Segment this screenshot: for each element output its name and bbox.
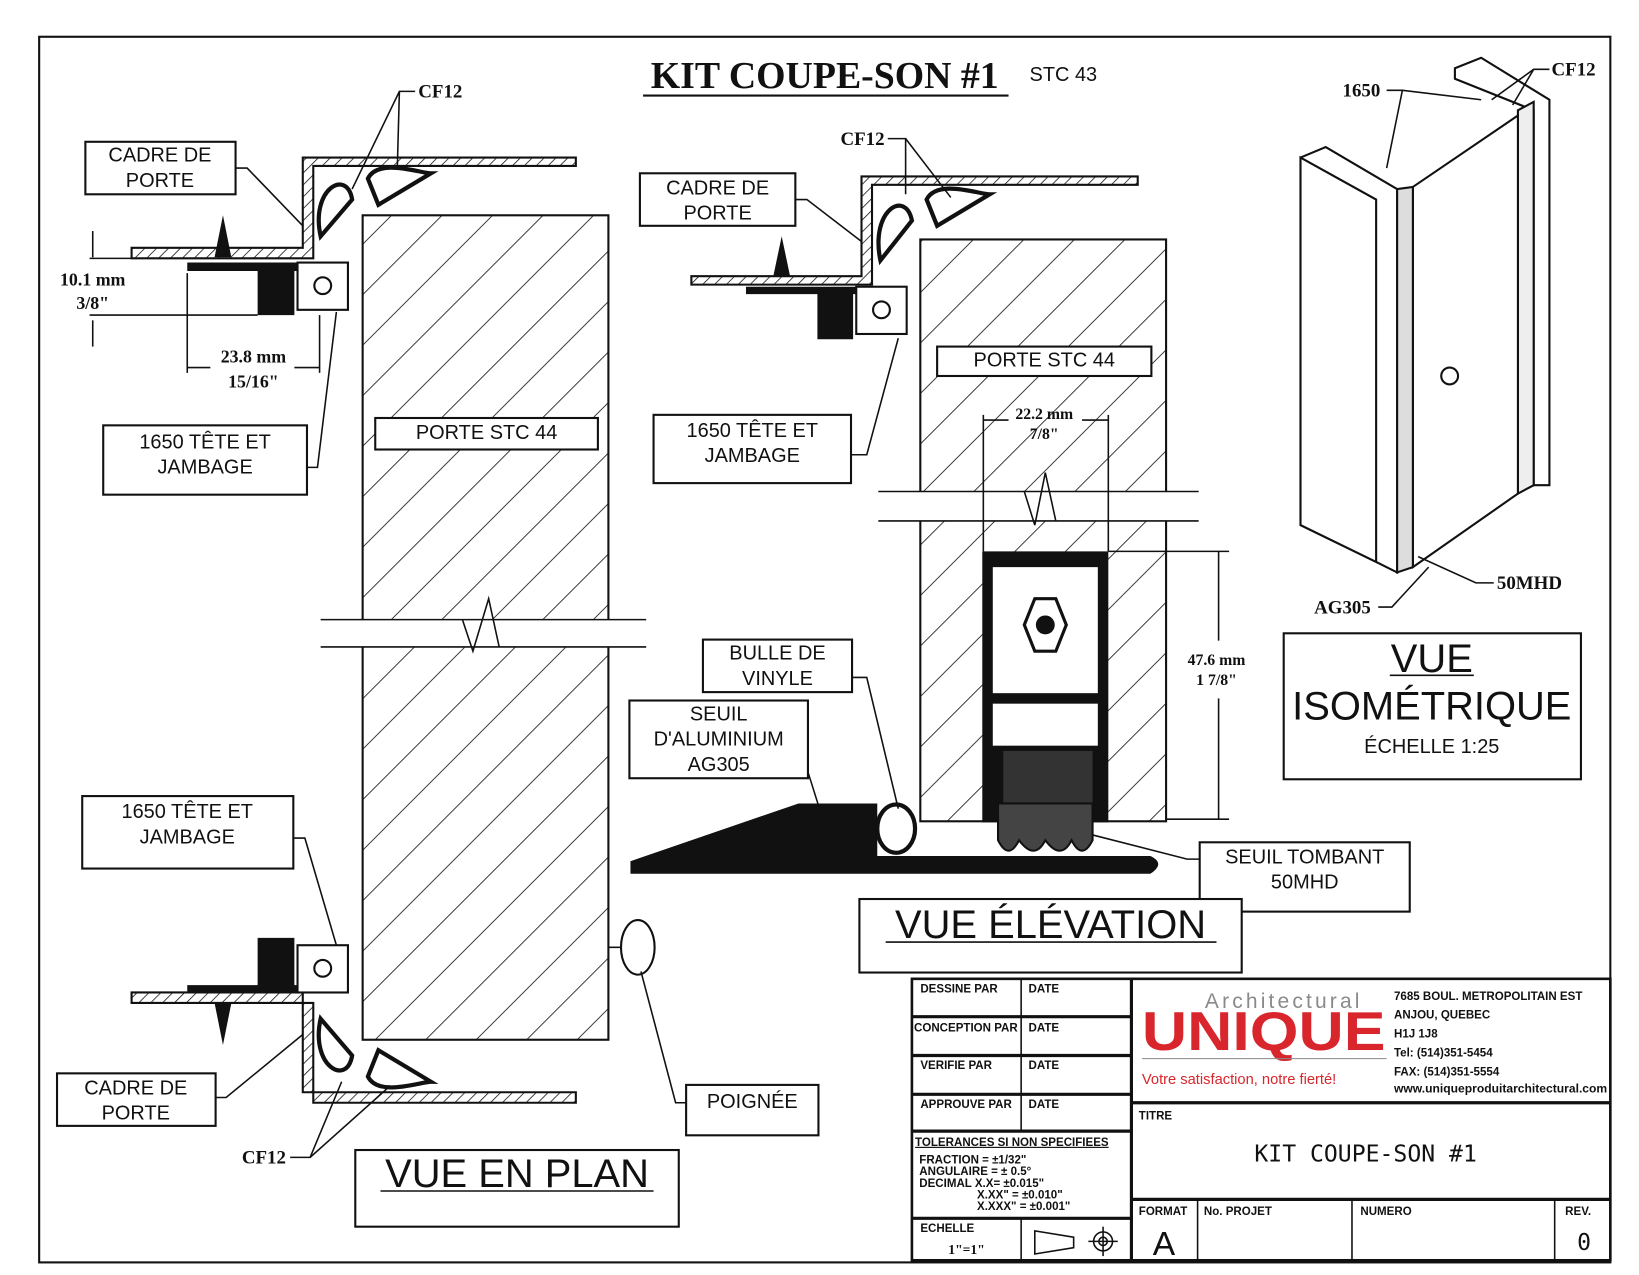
label-tete-elev-2: JAMBAGE: [705, 445, 800, 467]
dim-width-in: 15/16": [228, 372, 279, 392]
label-seuil-3: AG305: [688, 754, 750, 776]
format-label: FORMAT: [1139, 1206, 1188, 1218]
tolerance-line: X.XX" = ±0.010": [977, 1189, 1063, 1201]
tolerances-heading: TOLERANCES SI NON SPECIFIEES: [915, 1137, 1109, 1149]
iso-scale: ÉCHELLE 1:25: [1364, 735, 1499, 758]
tolerance-line: FRACTION = ±1/32": [919, 1155, 1026, 1167]
projection-symbol-icon: [1034, 1226, 1118, 1257]
company-logo: Architectural UNIQUE Votre satisfaction,…: [1141, 990, 1387, 1088]
dim-height-mm: 10.1 mm: [60, 270, 126, 290]
tolerance-line: ANGULAIRE = ± 0.5°: [919, 1166, 1031, 1178]
plan-view: CF12 CADRE DE PORTE 10.1 mm 3/8" 23.8 mm…: [55, 82, 820, 1228]
field-dessine-par: DESSINE PAR: [920, 983, 998, 995]
address-line: ANJOU, QUEBEC: [1394, 1010, 1491, 1022]
caption-iso-1: VUE: [1391, 637, 1473, 681]
label-porte-elev: PORTE STC 44: [974, 350, 1115, 372]
label-cadre-top-2: PORTE: [126, 170, 194, 192]
label-cadre-bottom-2: PORTE: [102, 1103, 170, 1125]
projet-label: No. PROJET: [1204, 1206, 1272, 1218]
caption-plan-view: VUE EN PLAN: [385, 1152, 649, 1196]
label-poignee: POIGNÉE: [707, 1090, 798, 1113]
caption-elevation-view: VUE ÉLÉVATION: [895, 902, 1206, 947]
label-seuil: SEUIL: [690, 703, 748, 725]
label-cadre-bottom: CADRE DE: [84, 1077, 187, 1099]
titre-value: KIT COUPE-SON #1: [1254, 1142, 1476, 1168]
field-conception-par: CONCEPTION PAR: [914, 1022, 1018, 1034]
dim-height-mm-elev: 47.6 mm: [1188, 652, 1246, 669]
label-bulle-2: VINYLE: [742, 668, 813, 690]
address-fax: FAX: (514)351-5554: [1394, 1066, 1500, 1078]
label-cadre-top: CADRE DE: [108, 145, 211, 167]
dim-width-mm: 23.8 mm: [221, 346, 287, 366]
elevation-view: CF12 CADRE DE PORTE 1650 TÊTE ET JAMBAGE…: [628, 129, 1411, 974]
label-bulle: BULLE DE: [729, 643, 825, 665]
label-tete-elev: 1650 TÊTE ET: [687, 419, 819, 442]
title-rating: STC 43: [1030, 64, 1098, 86]
tolerance-line: X.XXX" = ±0.001": [977, 1201, 1070, 1213]
address-phone: Tel: (514)351-5454: [1394, 1048, 1493, 1060]
address-line: 7685 BOUL. METROPOLITAIN EST: [1394, 991, 1582, 1003]
label-cadre-elev-2: PORTE: [683, 203, 751, 225]
label-porte-plan: PORTE STC 44: [416, 422, 557, 444]
field-verifie-par: VERIFIE PAR: [920, 1060, 992, 1072]
label-tete-bottom: 1650 TÊTE ET: [121, 800, 253, 823]
sheet-border: [38, 35, 1612, 1264]
dim-height-in: 3/8": [76, 293, 109, 313]
rev-label: REV.: [1565, 1206, 1591, 1218]
label-cf12-bottom: CF12: [242, 1148, 286, 1169]
echelle-label: ECHELLE: [920, 1223, 974, 1235]
field-date-4: DATE: [1028, 1099, 1059, 1111]
logo-architectural: Architectural: [1205, 990, 1363, 1013]
dim-width-mm-elev: 22.2 mm: [1015, 406, 1073, 423]
title-block: DESSINE PAR DATE CONCEPTION PAR DATE VER…: [910, 977, 1612, 1263]
address-website: www.uniqueproduitarchitectural.com: [1393, 1083, 1607, 1095]
address-line: H1J 1J8: [1394, 1029, 1438, 1041]
label-tete-top: 1650 TÊTE ET: [139, 430, 271, 453]
tolerance-line: DECIMAL X.X= ±0.015": [919, 1178, 1044, 1190]
label-cf12-iso: CF12: [1552, 60, 1596, 81]
numero-label: NUMERO: [1360, 1206, 1411, 1218]
label-seuil-2: D'ALUMINIUM: [654, 729, 784, 751]
label-ag305-iso: AG305: [1314, 597, 1371, 618]
label-seuil-tombant: SEUIL TOMBANT: [1225, 846, 1384, 868]
dim-height-in-elev: 1 7/8": [1196, 672, 1237, 689]
title-main: KIT COUPE-SON #1: [651, 55, 999, 97]
field-approuve-par: APPROUVE PAR: [920, 1099, 1012, 1111]
label-seuil-tombant-2: 50MHD: [1271, 872, 1339, 894]
isometric-view: 1650 CF12 50MHD AG305 VUE ISOMÉTRIQUE ÉC…: [1282, 56, 1596, 781]
label-tete-top-2: JAMBAGE: [157, 457, 252, 479]
sheet-title: KIT COUPE-SON #1 STC 43: [643, 55, 1097, 97]
label-cf12-top: CF12: [418, 82, 462, 103]
caption-iso-2: ISOMÉTRIQUE: [1292, 683, 1571, 728]
logo-unique: UNIQUE: [1142, 1001, 1386, 1062]
handle-icon: [619, 918, 656, 976]
label-cf12-elev: CF12: [841, 129, 885, 150]
label-tete-bottom-2: JAMBAGE: [140, 826, 235, 848]
field-date-2: DATE: [1028, 1022, 1059, 1034]
format-value: A: [1153, 1226, 1176, 1263]
label-cadre-elev: CADRE DE: [666, 177, 769, 199]
rev-value: 0: [1577, 1230, 1591, 1256]
echelle-value: 1"=1": [948, 1242, 985, 1257]
logo-slogan: Votre satisfaction, notre fierté!: [1142, 1072, 1336, 1088]
dim-width-in-elev: 7/8": [1030, 426, 1059, 443]
field-date-3: DATE: [1028, 1060, 1059, 1072]
label-50mhd-iso: 50MHD: [1497, 573, 1562, 594]
titre-label: TITRE: [1139, 1111, 1173, 1123]
label-1650-iso: 1650: [1343, 81, 1381, 102]
field-date-1: DATE: [1028, 983, 1059, 995]
